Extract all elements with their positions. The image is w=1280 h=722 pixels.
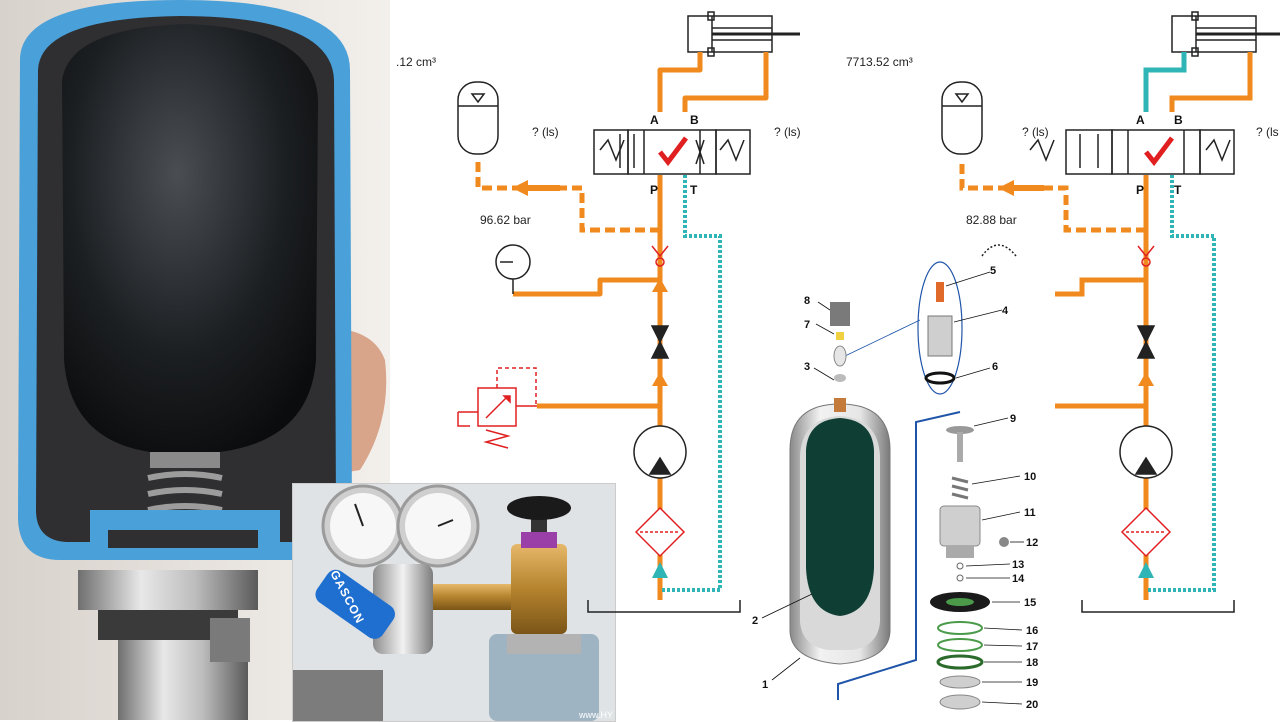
right-filter-symbol: [1120, 506, 1172, 558]
right-flow-right: ? (ls: [1256, 125, 1279, 139]
left-directional-valve: [593, 129, 751, 175]
left-port-p: P: [650, 183, 658, 197]
left-relief-valve: [457, 367, 537, 449]
part-label-4: 4: [1002, 305, 1009, 317]
right-cylinder: [1171, 11, 1280, 57]
accumulator-cutaway-illustration: [0, 0, 390, 720]
part-label-12: 12: [1026, 537, 1038, 549]
left-port-t: T: [690, 183, 698, 197]
part-label-11: 11: [1024, 507, 1036, 519]
left-filter-symbol: [634, 506, 686, 558]
left-pressure-gauge: [495, 244, 531, 294]
right-pressure-readout: 82.88 bar: [966, 213, 1017, 227]
part-label-7: 7: [804, 319, 810, 331]
left-flow-right: ? (ls): [774, 125, 801, 139]
part-label-17: 17: [1026, 641, 1038, 653]
right-pump-symbol: [1119, 425, 1173, 479]
part-label-18: 18: [1026, 657, 1038, 669]
left-port-a: A: [650, 113, 659, 127]
part-label-8: 8: [804, 295, 810, 307]
right-directional-valve: [1029, 129, 1235, 175]
right-port-a: A: [1136, 113, 1145, 127]
left-flow-left: ? (ls): [532, 125, 559, 139]
left-port-b: B: [690, 113, 699, 127]
right-accumulator-symbol: [941, 81, 983, 155]
left-circuit: A B P T .12 cm³ ? (ls) ? (ls) 96.62 bar: [396, 11, 801, 613]
right-volume-readout: 7713.52 cm³: [846, 55, 913, 69]
right-gauge-arc: [981, 244, 1017, 257]
part-label-6: 6: [992, 361, 998, 373]
photo-watermark: www.HY: [578, 710, 613, 720]
part-label-9: 9: [1010, 413, 1016, 425]
right-circuit: A B P T 7713.52 cm³ ? (ls) ? (ls 82.88 b…: [846, 11, 1280, 613]
part-label-5: 5: [990, 265, 996, 277]
part-label-1: 1: [762, 679, 768, 691]
right-flow-left: ? (ls): [1022, 125, 1049, 139]
right-valve-check-mark: [1144, 136, 1174, 167]
part-label-20: 20: [1026, 699, 1038, 711]
part-label-3: 3: [804, 361, 810, 373]
right-port-p: P: [1136, 183, 1144, 197]
accumulator-cutaway-photo: [0, 0, 390, 720]
right-port-t: T: [1174, 183, 1182, 197]
part-label-13: 13: [1012, 559, 1024, 571]
gas-regulator-illustration: [293, 484, 615, 721]
part-label-19: 19: [1026, 677, 1038, 689]
left-pump-symbol: [633, 425, 687, 479]
left-accumulator-symbol: [457, 81, 499, 155]
left-valve-check-mark: [658, 136, 688, 167]
part-label-15: 15: [1024, 597, 1036, 609]
part-label-16: 16: [1026, 625, 1038, 637]
right-port-b: B: [1174, 113, 1183, 127]
part-label-10: 10: [1024, 471, 1036, 483]
schematic-canvas: A B P T .12 cm³ ? (ls) ? (ls) 96.62 bar: [396, 11, 1280, 711]
hydraulic-schematics: A B P T .12 cm³ ? (ls) ? (ls) 96.62 bar: [390, 0, 1280, 720]
gas-regulator-photo: www.HY: [292, 483, 616, 722]
left-volume-readout: .12 cm³: [396, 55, 436, 69]
left-cylinder: [687, 11, 800, 57]
left-pressure-readout: 96.62 bar: [480, 213, 531, 227]
part-label-2: 2: [752, 615, 758, 627]
part-label-14: 14: [1012, 573, 1025, 585]
exploded-accumulator-view: 1 2 3 4 5 6 7 8 9 10 11 12 13 14 15 16 1…: [752, 261, 1038, 711]
